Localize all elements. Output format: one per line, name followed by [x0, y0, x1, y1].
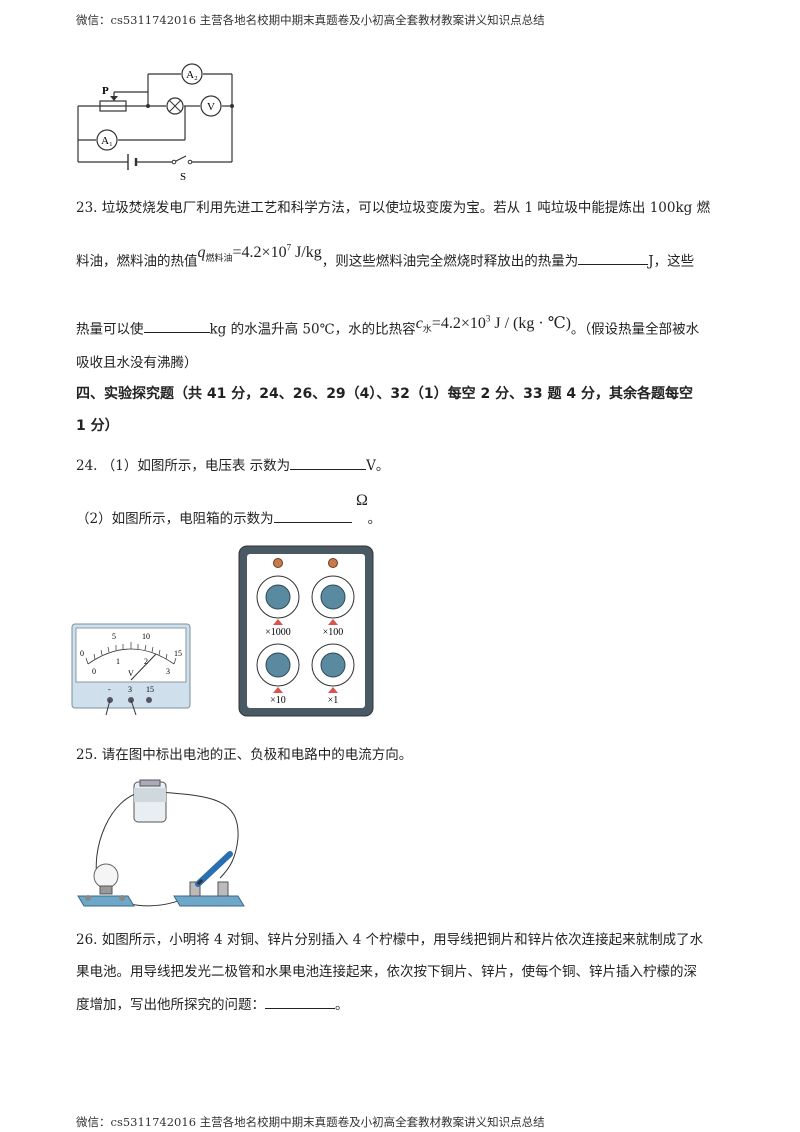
section-title-line2: 1 分）	[76, 418, 119, 434]
lower-tick-2: 2	[144, 657, 148, 666]
voltmeter-label: V	[207, 101, 215, 113]
q23-line1: 23. 垃圾焚烧发电厂利用先进工艺和科学方法，可以使垃圾变废为宝。若从 1 吨垃…	[76, 200, 711, 216]
page-header: 微信：cs5311742016 主营各地名校期中期末真题卷及小初高全套教材教案讲…	[76, 13, 545, 27]
upper-tick-15: 15	[174, 649, 182, 658]
multiplier-1: ×1	[328, 695, 339, 706]
q24-part2: （2）如图所示，电阻箱的示数为。	[76, 508, 381, 529]
q25-text: 25. 请在图中标出电池的正、负极和电路中的电流方向。	[76, 747, 413, 763]
q23-line4: 吸收且水没有沸腾）	[76, 355, 198, 371]
terminal-minus: -	[108, 685, 111, 694]
q26-line3: 度增加，写出他所探究的问题：。	[76, 994, 349, 1015]
upper-tick-5: 5	[112, 632, 116, 641]
lower-tick-0: 0	[92, 667, 96, 676]
ammeter-a1-label: A₁	[101, 135, 113, 147]
q26-line2: 果电池。用导线把发光二极管和水果电池连接起来，依次按下铜片、锌片，使每个铜、锌片…	[76, 964, 697, 980]
q25-circuit-illustration	[77, 779, 245, 907]
q26-line1: 26. 如图所示，小明将 4 对铜、锌片分别插入 4 个柠檬中，用导线把铜片和锌…	[76, 932, 704, 948]
switch-s-label: S	[180, 171, 186, 183]
circuit-diagram: A₂ V A₁ P S	[77, 63, 234, 183]
multiplier-1000: ×1000	[265, 627, 291, 638]
q23-line2: 料油，燃料油的热值q燃料油=4.2×107 J/kg，则这些燃料油完全燃烧时释放…	[76, 243, 695, 270]
terminal-3: 3	[128, 685, 132, 694]
voltmeter-figure: 0 5 10 15 0 1 2 3 V - 3 15	[71, 623, 191, 716]
page-footer: 微信：cs5311742016 主营各地名校期中期末真题卷及小初高全套教材教案讲…	[76, 1115, 545, 1129]
multiplier-10: ×10	[270, 695, 286, 706]
lower-tick-3: 3	[166, 667, 170, 676]
section-title: 四、实验探究题（共 41 分，24、26、29（4）、32（1）每空 2 分、3…	[76, 386, 693, 402]
multiplier-100: ×100	[323, 627, 344, 638]
omega-symbol: Ω	[356, 492, 368, 509]
voltmeter-unit: V	[128, 669, 134, 678]
upper-tick-10: 10	[142, 632, 150, 641]
resistance-box-figure: ×1000 ×100 ×10 ×1	[238, 545, 374, 717]
lower-tick-1: 1	[116, 657, 120, 666]
ammeter-a2-label: A₂	[186, 69, 198, 81]
upper-tick-0: 0	[80, 649, 84, 658]
terminal-15: 15	[146, 685, 154, 694]
slider-p-label: P	[102, 85, 109, 97]
